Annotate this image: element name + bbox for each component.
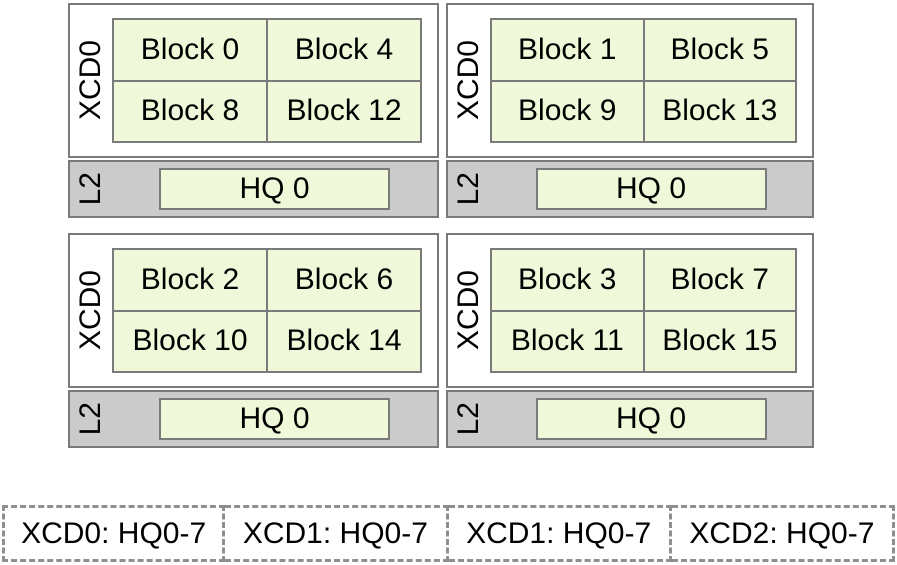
block-cell: Block 5 bbox=[644, 20, 795, 80]
xcd-label: XCD0 bbox=[452, 40, 485, 121]
hq-wrap: HQ 0 bbox=[112, 392, 437, 446]
l2-label-column: L2 bbox=[448, 162, 490, 216]
block-grid: Block 0 Block 4 Block 8 Block 12 bbox=[112, 18, 422, 143]
l2-label-column: L2 bbox=[448, 392, 490, 446]
hq-wrap: HQ 0 bbox=[490, 392, 812, 446]
xcd-panel: XCD0 Block 2 Block 6 Block 10 Block 14 L… bbox=[68, 233, 439, 448]
block-cell: Block 12 bbox=[268, 81, 420, 141]
l2-band: L2 HQ 0 bbox=[446, 390, 814, 448]
xcd-box: XCD0 Block 1 Block 5 Block 9 Block 13 bbox=[446, 3, 814, 158]
block-cell: Block 8 bbox=[114, 81, 266, 141]
hq-block: HQ 0 bbox=[535, 398, 767, 440]
queue-cell: XCD1: HQ0-7 bbox=[225, 505, 449, 562]
block-cell: Block 11 bbox=[492, 311, 643, 371]
queue-cell: XCD1: HQ0-7 bbox=[448, 505, 672, 562]
xcd-label: XCD0 bbox=[74, 270, 107, 351]
block-cell: Block 15 bbox=[644, 311, 795, 371]
hq-wrap: HQ 0 bbox=[112, 162, 437, 216]
block-cell: Block 3 bbox=[492, 250, 643, 310]
block-grid: Block 2 Block 6 Block 10 Block 14 bbox=[112, 248, 422, 373]
block-cell: Block 4 bbox=[268, 20, 420, 80]
block-grid: Block 1 Block 5 Block 9 Block 13 bbox=[490, 18, 797, 143]
l2-label: L2 bbox=[74, 402, 107, 436]
hq-block: HQ 0 bbox=[159, 398, 390, 440]
block-grid: Block 3 Block 7 Block 11 Block 15 bbox=[490, 248, 797, 373]
l2-label-column: L2 bbox=[70, 162, 112, 216]
block-cell: Block 2 bbox=[114, 250, 266, 310]
hq-block: HQ 0 bbox=[535, 168, 767, 210]
xcd-label-column: XCD0 bbox=[448, 235, 490, 386]
xcd-label-column: XCD0 bbox=[448, 5, 490, 156]
block-cell: Block 0 bbox=[114, 20, 266, 80]
hq-block: HQ 0 bbox=[159, 168, 390, 210]
xcd-box: XCD0 Block 0 Block 4 Block 8 Block 12 bbox=[68, 3, 439, 158]
l2-band: L2 HQ 0 bbox=[68, 160, 439, 218]
xcd-label: XCD0 bbox=[452, 270, 485, 351]
queue-cell: XCD2: HQ0-7 bbox=[671, 505, 895, 562]
hq-wrap: HQ 0 bbox=[490, 162, 812, 216]
l2-label: L2 bbox=[452, 402, 485, 436]
hq-queue-row: XCD0: HQ0-7 XCD1: HQ0-7 XCD1: HQ0-7 XCD2… bbox=[2, 505, 895, 562]
xcd-box: XCD0 Block 3 Block 7 Block 11 Block 15 bbox=[446, 233, 814, 388]
xcd-box: XCD0 Block 2 Block 6 Block 10 Block 14 bbox=[68, 233, 439, 388]
xcd-label: XCD0 bbox=[74, 40, 107, 121]
xcd-panels-grid: XCD0 Block 0 Block 4 Block 8 Block 12 L2… bbox=[68, 3, 814, 448]
block-cell: Block 9 bbox=[492, 81, 643, 141]
l2-label-column: L2 bbox=[70, 392, 112, 446]
xcd-label-column: XCD0 bbox=[70, 5, 112, 156]
l2-label: L2 bbox=[452, 172, 485, 206]
l2-label: L2 bbox=[74, 172, 107, 206]
block-cell: Block 14 bbox=[268, 311, 420, 371]
block-cell: Block 1 bbox=[492, 20, 643, 80]
xcd-label-column: XCD0 bbox=[70, 235, 112, 386]
block-cell: Block 6 bbox=[268, 250, 420, 310]
block-cell: Block 10 bbox=[114, 311, 266, 371]
xcd-panel: XCD0 Block 1 Block 5 Block 9 Block 13 L2… bbox=[446, 3, 814, 218]
xcd-panel: XCD0 Block 3 Block 7 Block 11 Block 15 L… bbox=[446, 233, 814, 448]
block-cell: Block 13 bbox=[644, 81, 795, 141]
queue-cell: XCD0: HQ0-7 bbox=[2, 505, 226, 562]
l2-band: L2 HQ 0 bbox=[446, 160, 814, 218]
l2-band: L2 HQ 0 bbox=[68, 390, 439, 448]
block-cell: Block 7 bbox=[644, 250, 795, 310]
xcd-panel: XCD0 Block 0 Block 4 Block 8 Block 12 L2… bbox=[68, 3, 439, 218]
